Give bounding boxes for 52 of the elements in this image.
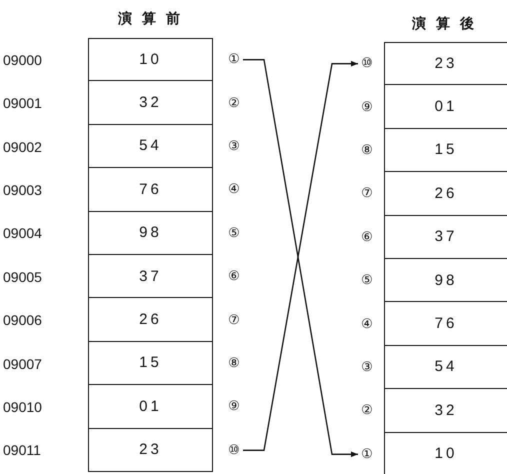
memory-cell: 26	[88, 298, 213, 342]
address-label: 09005	[3, 270, 42, 284]
memory-cell: 26	[384, 172, 507, 216]
address-label: 09000	[3, 52, 42, 67]
address-label: 09003	[3, 182, 42, 197]
memory-cell: 01	[384, 85, 507, 129]
circled-number: ⑤	[226, 225, 242, 242]
circled-number: ⑩	[359, 56, 375, 72]
address-label: 09007	[3, 356, 42, 370]
circled-number: ④	[359, 316, 375, 332]
circled-number: ④	[226, 182, 242, 198]
memory-cell: 76	[88, 168, 213, 212]
memory-cell: 15	[88, 342, 213, 386]
address-label: 09001	[3, 96, 42, 110]
memory-cell: 01	[88, 385, 213, 429]
circled-number: ①	[226, 52, 242, 68]
column-title: 演算後	[412, 17, 484, 31]
circled-number: ⑧	[359, 142, 375, 158]
memory-cell: 10	[384, 432, 507, 474]
column-title: 演算前	[118, 12, 190, 26]
memory-cell: 76	[384, 302, 507, 346]
circled-number: ⑦	[226, 312, 242, 328]
memory-cell: 54	[384, 346, 507, 390]
circled-number: ⑨	[359, 99, 375, 116]
memory-cell: 98	[88, 212, 213, 255]
memory-cell: 32	[88, 81, 213, 125]
circled-number: ①	[359, 446, 375, 462]
address-label: 09010	[3, 400, 42, 414]
address-label: 09004	[3, 226, 42, 240]
memory-cell: 54	[88, 124, 213, 168]
circled-number: ②	[359, 402, 375, 419]
circled-number: ⑥	[359, 229, 375, 246]
circled-number: ③	[226, 138, 242, 154]
address-label: 09002	[3, 140, 42, 154]
address-label: 09006	[3, 313, 42, 328]
circled-number: ⑩	[226, 442, 242, 458]
memory-cell: 23	[384, 42, 507, 86]
circled-number: ⑧	[226, 356, 242, 372]
circled-number: ⑤	[359, 272, 375, 289]
memory-cell: 10	[88, 38, 213, 82]
circled-number: ②	[226, 95, 242, 112]
memory-cell: 32	[384, 389, 507, 433]
circled-number: ⑨	[226, 398, 242, 415]
circled-number: ⑦	[359, 186, 375, 202]
circled-number: ⑥	[226, 268, 242, 285]
memory-cell: 37	[88, 255, 213, 298]
memory-cell: 37	[384, 216, 507, 259]
circled-number: ③	[359, 360, 375, 376]
memory-cell: 98	[384, 259, 507, 302]
address-label: 09011	[3, 443, 41, 458]
memory-cell: 15	[384, 128, 507, 172]
memory-cell: 23	[88, 428, 213, 472]
